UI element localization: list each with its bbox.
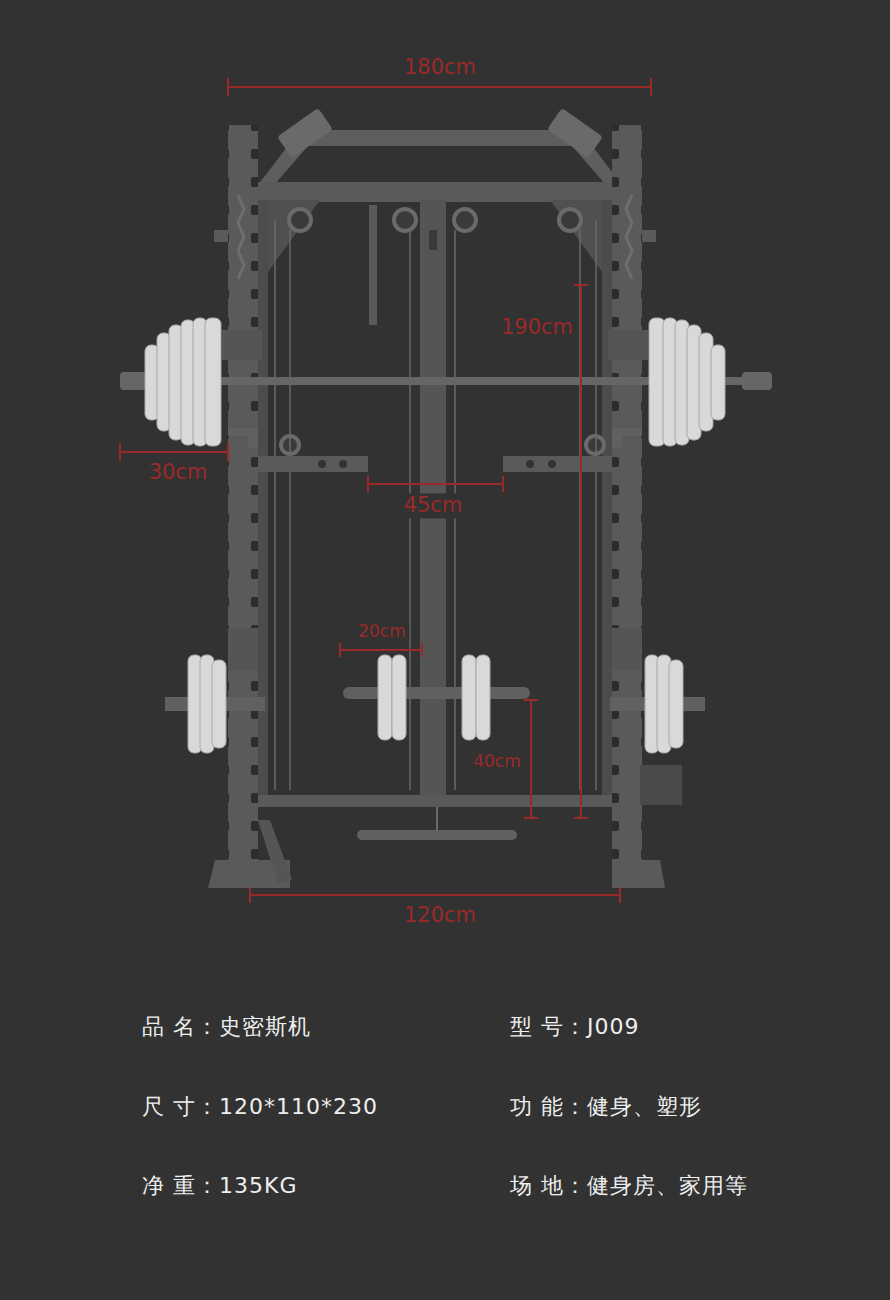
spec-text: 尺 寸：120*110*230 [142,1094,378,1120]
dimension-label: 45cm [401,493,466,518]
dimension-label: 30cm [146,460,211,485]
dimension-label: 120cm [401,903,479,928]
dimension-label: 190cm [498,315,576,340]
spec-text: 型 号：J009 [510,1014,639,1040]
frame [120,108,772,888]
dimension-lines [120,78,651,903]
spec-text: 功 能：健身、塑形 [510,1094,702,1120]
spec-text: 净 重：135KG [142,1173,297,1199]
dimension-label: 20cm [355,621,409,641]
spec-text: 品 名：史密斯机 [142,1014,311,1040]
dimension-label: 40cm [470,751,524,771]
dimension-label: 180cm [401,55,479,80]
spec-text: 场 地：健身房、家用等 [510,1173,748,1199]
